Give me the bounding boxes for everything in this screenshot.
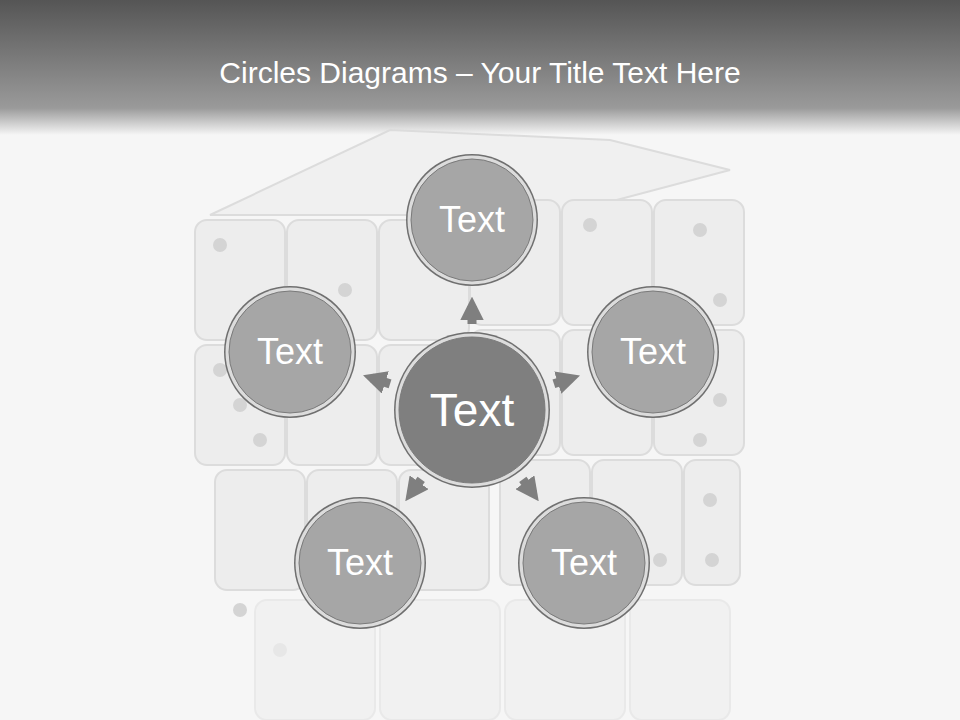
circle-label: Text [257,331,323,373]
dice-cube [195,130,744,590]
arrow-connector [523,479,533,493]
arrow-connector [372,378,390,384]
arrow-connector [468,306,477,324]
circle-label: Text [439,199,505,241]
circle-label: Text [551,542,617,584]
outer-circle: Text [585,284,721,420]
circle-label: Text [430,383,514,437]
outer-circle: Text [404,152,540,288]
outer-circle: Text [292,495,428,631]
arrow-connector [554,378,571,384]
header-bar [0,0,960,135]
arrow-connector [411,479,421,493]
slide-title: Circles Diagrams – Your Title Text Here [0,56,960,90]
outer-circle: Text [516,495,652,631]
circle-label: Text [620,331,686,373]
circle-label: Text [327,542,393,584]
center-circle: Text [392,330,552,490]
outer-circle: Text [222,284,358,420]
